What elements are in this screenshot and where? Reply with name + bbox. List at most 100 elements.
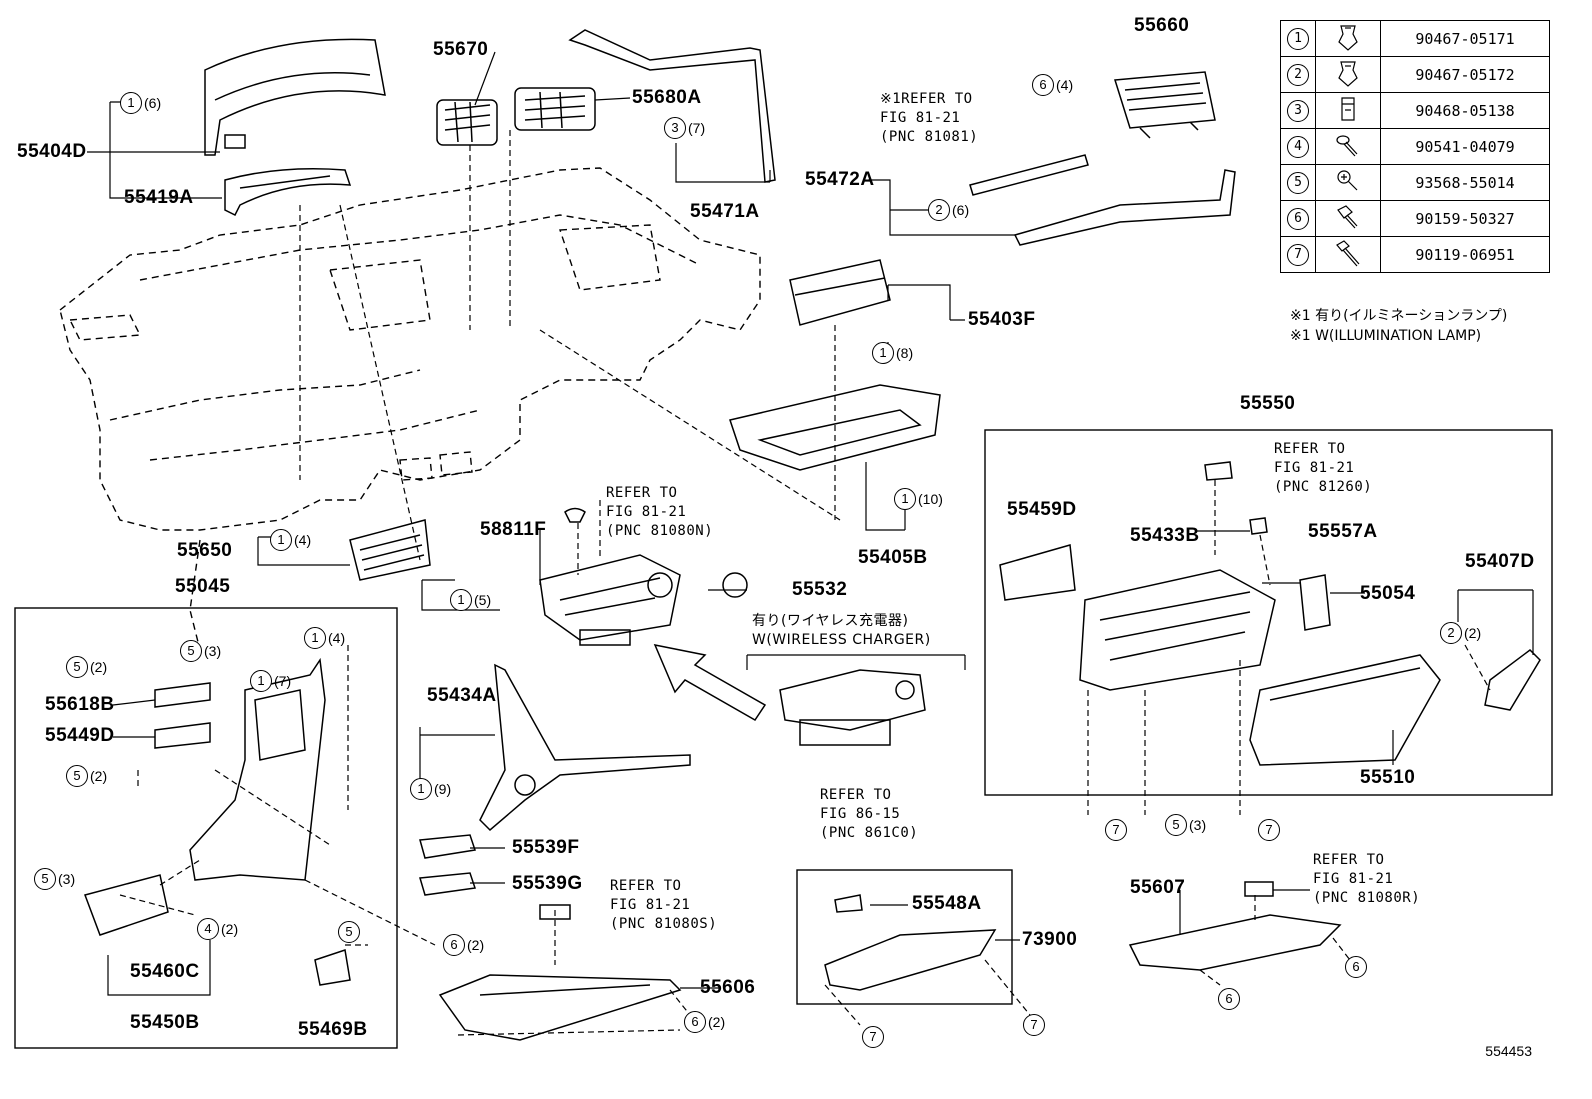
group-box-55045 bbox=[14, 607, 398, 1049]
callout: 1(5) bbox=[450, 588, 492, 612]
refer-note-861C0: REFER TO FIG 86-15 (PNC 861C0) bbox=[820, 787, 919, 841]
pillar-trim-part bbox=[479, 663, 691, 832]
callout-qty: (6) bbox=[144, 95, 162, 112]
part-label-55419A: 55419A bbox=[124, 187, 194, 208]
part-label-55660: 55660 bbox=[1134, 15, 1190, 36]
callout-qty: (2) bbox=[708, 1014, 726, 1031]
footnote-illumination-jp: ※1 有り(イルミネーションランプ) bbox=[1290, 308, 1508, 324]
center-vent-left-part bbox=[436, 99, 498, 146]
callout-qty: (4) bbox=[1056, 77, 1074, 94]
part-label-55539G: 55539G bbox=[512, 873, 583, 894]
callout: 6 bbox=[1345, 955, 1369, 979]
callout-number: 6 bbox=[1218, 988, 1240, 1011]
fastener-part-number: 90468-05138 bbox=[1380, 92, 1550, 129]
part-label-55045: 55045 bbox=[175, 576, 231, 597]
callout-number: 6 bbox=[1345, 956, 1367, 979]
part-label-55433B: 55433B bbox=[1130, 525, 1200, 546]
part-label-55459D: 55459D bbox=[1007, 499, 1077, 520]
part-label-55670: 55670 bbox=[433, 39, 489, 60]
fastener-number: 7 bbox=[1287, 243, 1309, 266]
wireless-charger-note: 有り(ワイヤレス充電器) W(WIRELESS CHARGER) bbox=[752, 613, 931, 648]
part-label-55472A: 55472A bbox=[805, 169, 875, 190]
callout-number: 1 bbox=[894, 488, 916, 511]
callout: 6(4) bbox=[1032, 73, 1074, 97]
callout: 1(10) bbox=[894, 487, 943, 511]
bolt-long-icon bbox=[1336, 239, 1360, 266]
fastener-number: 6 bbox=[1287, 207, 1309, 230]
panel-upper-part bbox=[789, 259, 891, 326]
instrument-panel-outline bbox=[59, 167, 761, 651]
fastener-number: 1 bbox=[1287, 27, 1309, 50]
callout: 6(2) bbox=[684, 1010, 726, 1034]
callout-number: 3 bbox=[664, 117, 686, 140]
panel-tray-part bbox=[729, 384, 941, 471]
callout-qty: (5) bbox=[474, 592, 492, 609]
callout: 7 bbox=[862, 1025, 886, 1049]
table-row: 6 90159-50327 bbox=[1280, 200, 1550, 237]
callout: 5(2) bbox=[66, 764, 107, 788]
part-label-55550: 55550 bbox=[1240, 393, 1296, 414]
callout-qty: (9) bbox=[434, 781, 452, 798]
side-vent-part bbox=[349, 519, 431, 581]
part-label-55539F: 55539F bbox=[512, 837, 580, 858]
callout: 6(2) bbox=[443, 933, 485, 957]
group-box-55550 bbox=[984, 429, 1553, 796]
part-label-55471A: 55471A bbox=[690, 201, 760, 222]
callout-number: 1 bbox=[872, 342, 894, 365]
callout: 1(4) bbox=[270, 528, 311, 552]
callout-number: 1 bbox=[410, 778, 432, 801]
drawing-id: 554453 bbox=[1485, 1043, 1532, 1059]
callout-qty: (2) bbox=[467, 937, 485, 954]
callout-number: 7 bbox=[1258, 819, 1280, 842]
part-label-58811F: 58811F bbox=[480, 519, 547, 540]
knob-part bbox=[722, 572, 748, 598]
callout: 7 bbox=[1258, 818, 1282, 842]
callout-qty: (7) bbox=[688, 120, 706, 137]
refer-note-81080S: REFER TO FIG 81-21 (PNC 81080S) bbox=[610, 878, 718, 932]
callout-number: 5 bbox=[66, 656, 88, 679]
bolt-icon bbox=[1337, 204, 1358, 228]
part-label-55532: 55532 bbox=[792, 579, 848, 600]
callout: 5(3) bbox=[1165, 813, 1206, 837]
callout: 1(4) bbox=[304, 626, 345, 650]
fastener-part-number: 90159-50327 bbox=[1380, 200, 1550, 237]
callout-number: 1 bbox=[270, 529, 292, 552]
table-row: 1 90467-05171 bbox=[1280, 20, 1550, 57]
callout-qty: (2) bbox=[1464, 625, 1482, 642]
fastener-number: 3 bbox=[1287, 99, 1309, 122]
part-label-55606: 55606 bbox=[700, 977, 756, 998]
refer-note-81260: REFER TO FIG 81-21 (PNC 81260) bbox=[1274, 441, 1373, 495]
part-label-55469B: 55469B bbox=[298, 1019, 368, 1040]
part-label-55460C: 55460C bbox=[130, 961, 200, 982]
callout-qty: (3) bbox=[58, 871, 76, 888]
cover-small-part bbox=[564, 507, 586, 523]
callout: 7 bbox=[1105, 818, 1129, 842]
fastener-part-number: 90541-04079 bbox=[1380, 128, 1550, 165]
group-box-73900 bbox=[796, 869, 1013, 1005]
callout: 1(7) bbox=[250, 669, 291, 693]
callout: 1(6) bbox=[120, 91, 162, 115]
fastener-part-number: 90467-05172 bbox=[1380, 56, 1550, 93]
refer-note-81080R: REFER TO FIG 81-21 (PNC 81080R) bbox=[1313, 852, 1421, 906]
callout-qty: (10) bbox=[918, 491, 943, 508]
lower-panel-parts bbox=[84, 657, 351, 986]
clip-nut-icon bbox=[1341, 96, 1355, 121]
callout: 3(7) bbox=[664, 116, 706, 140]
callout: 5(3) bbox=[180, 639, 222, 663]
callout-number: 1 bbox=[120, 92, 142, 115]
part-label-55404D: 55404D bbox=[17, 141, 87, 162]
dash-strip-part bbox=[969, 154, 1236, 246]
lower-cover-part bbox=[1128, 881, 1342, 971]
wireless-charger-part bbox=[779, 669, 926, 746]
callout: 2(6) bbox=[928, 198, 969, 222]
callout: 2(2) bbox=[1440, 621, 1482, 645]
callout-number: 6 bbox=[684, 1011, 706, 1034]
callout-number: 5 bbox=[66, 765, 88, 788]
part-label-55607: 55607 bbox=[1130, 877, 1186, 898]
part-label-55403F: 55403F bbox=[968, 309, 1036, 330]
vent-assembly-part bbox=[1114, 71, 1216, 139]
callout-qty: (2) bbox=[221, 921, 239, 938]
callout-qty: (3) bbox=[204, 643, 222, 660]
fastener-part-number: 90467-05171 bbox=[1380, 20, 1550, 57]
callout: 5(3) bbox=[34, 867, 76, 891]
